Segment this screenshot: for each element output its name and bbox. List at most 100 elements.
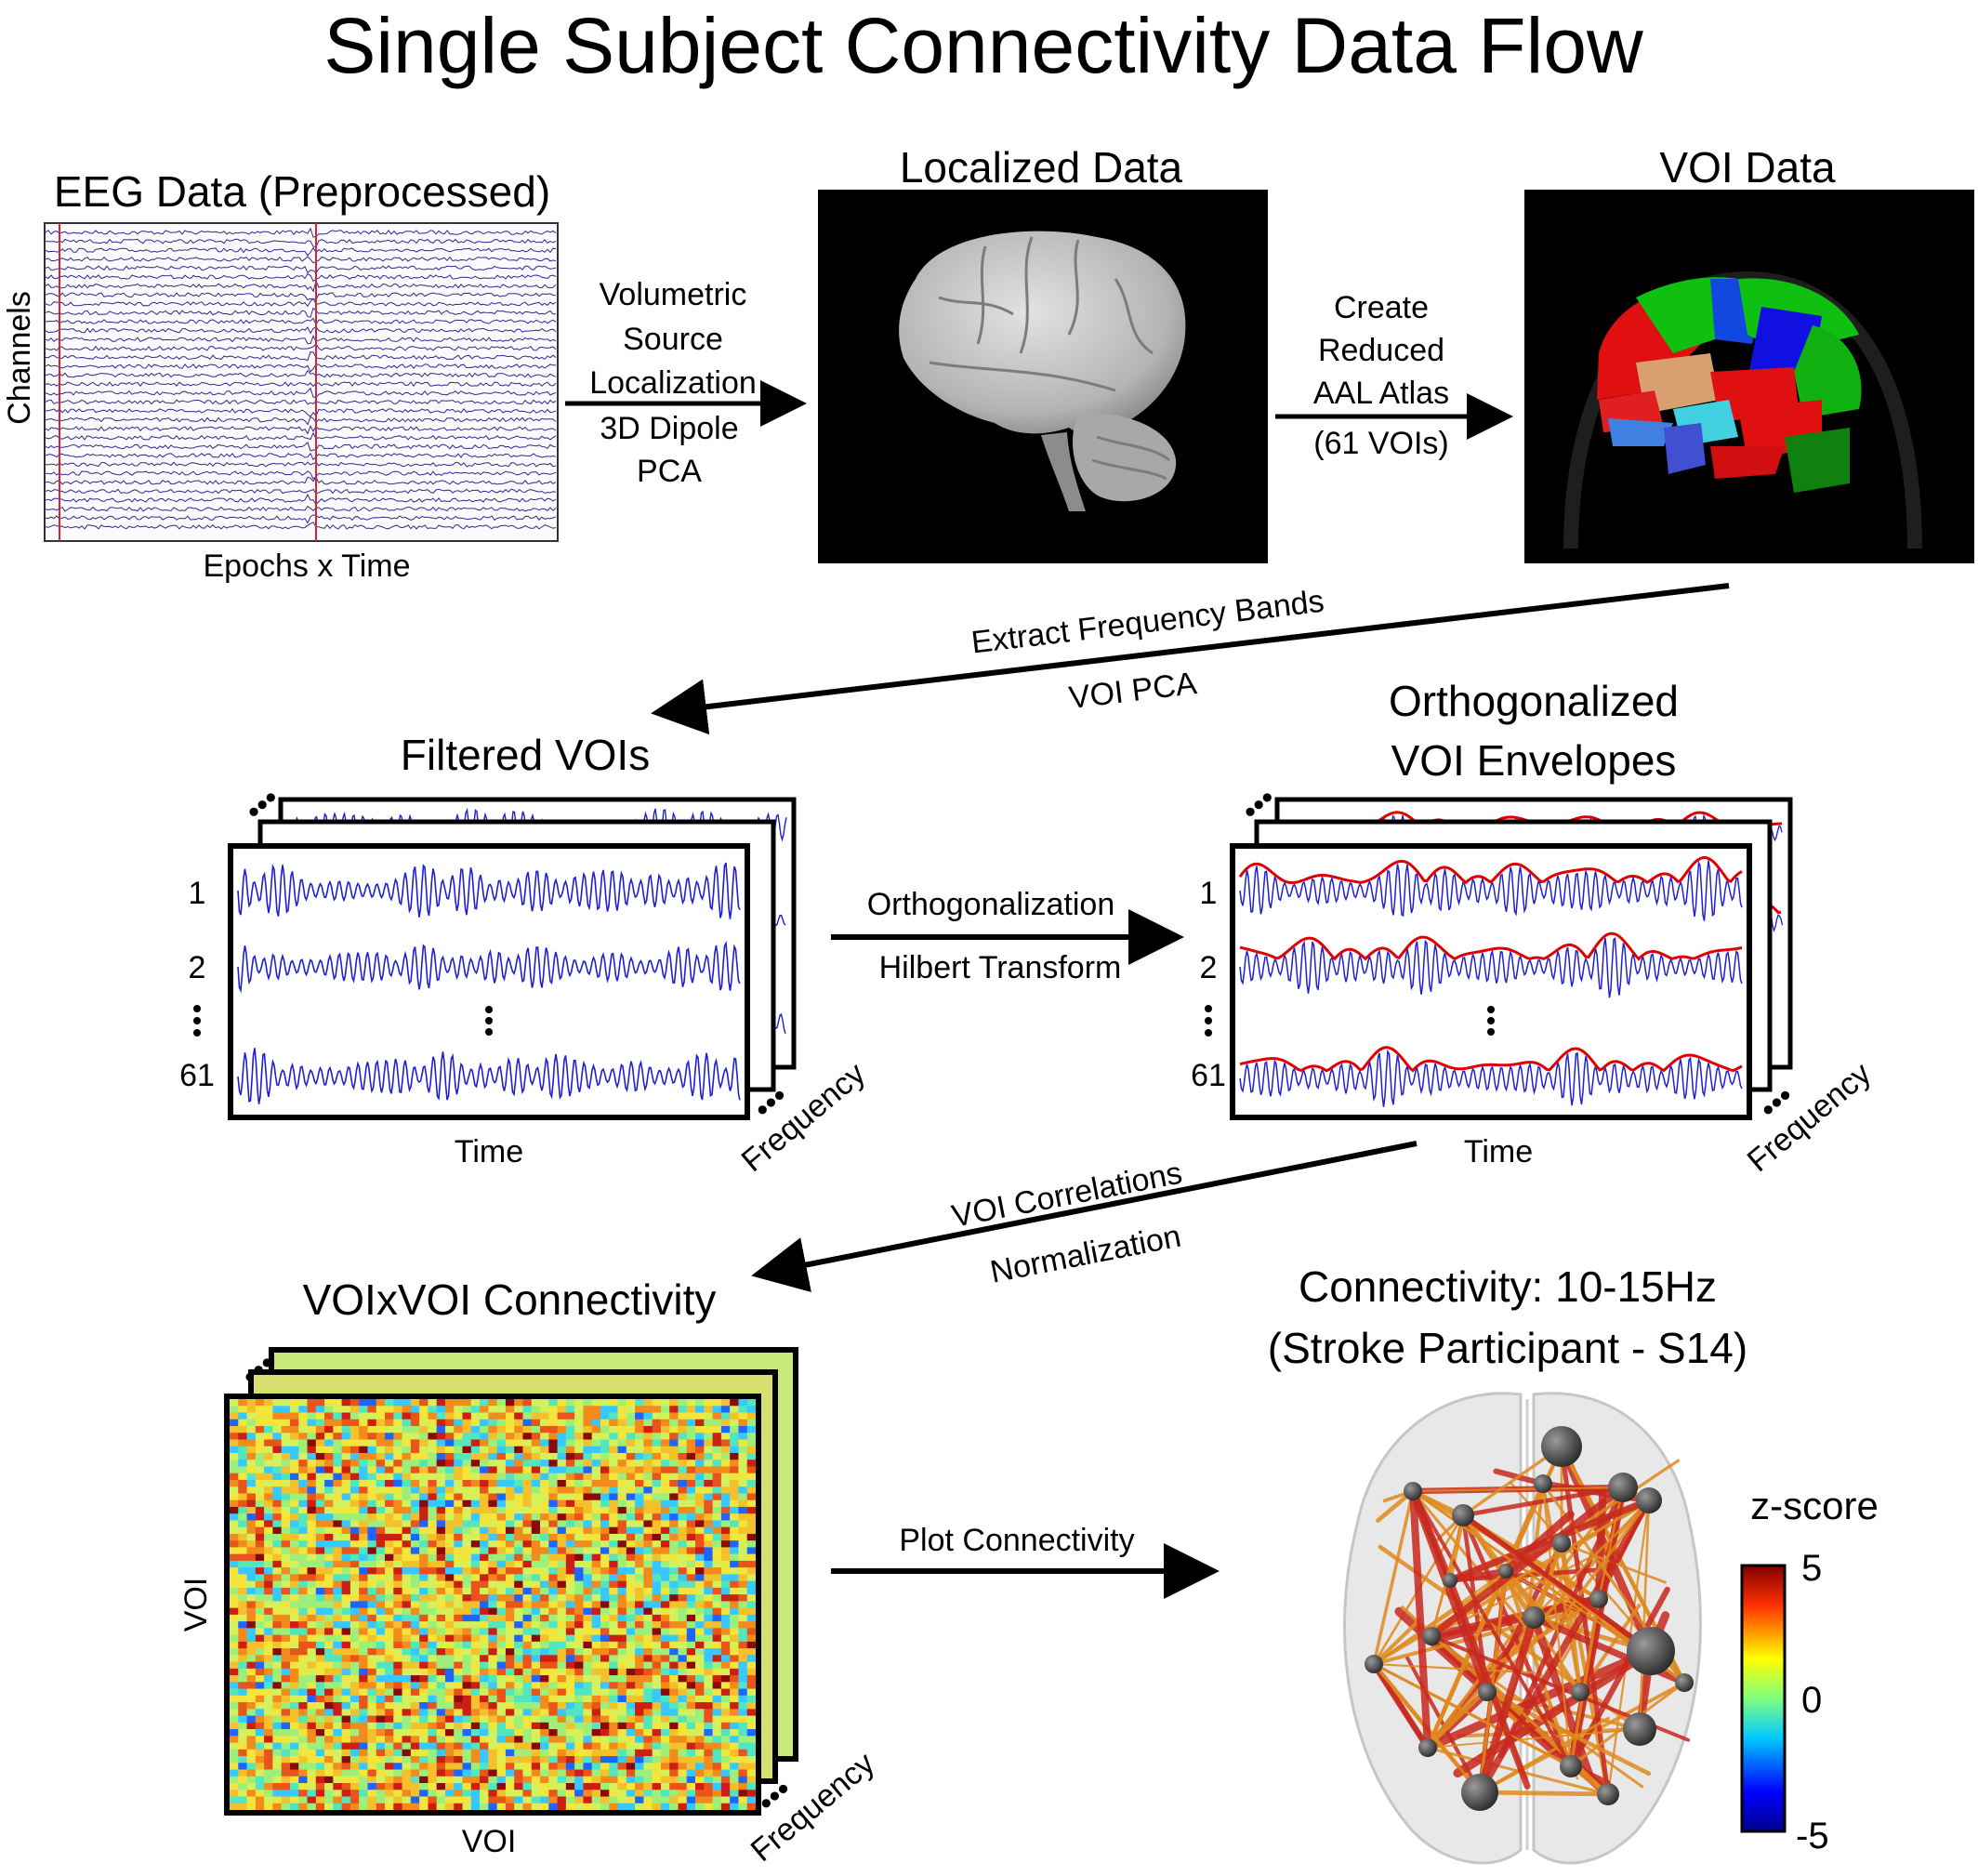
matrix-cell [324,1648,334,1656]
matrix-cell [324,1439,334,1447]
matrix-cell [746,1688,757,1697]
matrix-cell [652,1661,662,1670]
row-ellipsis [193,1005,201,1037]
matrix-cell [583,1749,593,1757]
matrix-cell [238,1473,247,1481]
matrix-cell [574,1655,584,1662]
matrix-cell [324,1479,334,1487]
matrix-cell [281,1628,291,1636]
matrix-cell [746,1675,757,1683]
matrix-cell [307,1756,317,1764]
matrix-cell [488,1533,498,1541]
matrix-cell [609,1682,618,1689]
matrix-cell [626,1513,636,1521]
matrix-cell [488,1796,498,1804]
matrix-cell [289,1763,299,1770]
matrix-cell [333,1634,343,1643]
matrix-cell [540,1715,549,1724]
matrix-cell [720,1446,731,1454]
matrix-cell [480,1419,489,1427]
matrix-cell [565,1506,575,1514]
matrix-cell [470,1769,481,1777]
matrix-cell [289,1580,299,1589]
matrix-cell [230,1655,239,1662]
matrix-cell [678,1446,688,1454]
matrix-cell [591,1587,601,1595]
matrix-cell [738,1580,748,1589]
matrix-cell [609,1479,618,1487]
matrix-cell [522,1439,533,1447]
matrix-cell [428,1722,438,1730]
matrix-cell [341,1796,351,1804]
matrix-cell [609,1452,618,1460]
matrix-cell [410,1695,420,1703]
matrix-cell [393,1479,402,1487]
matrix-cell [385,1513,394,1521]
matrix-cell [720,1533,731,1541]
matrix-cell [704,1460,714,1467]
matrix-cell [522,1756,533,1764]
matrix-cell [462,1439,472,1447]
matrix-cell [738,1412,748,1420]
matrix-cell [496,1479,507,1487]
matrix-cell [359,1634,368,1643]
matrix-cell [522,1547,533,1555]
matrix-cell [255,1709,265,1716]
matrix-cell [402,1783,412,1790]
matrix-cell [574,1553,584,1562]
matrix-cell [695,1601,705,1609]
matrix-cell [720,1688,731,1697]
matrix-cell [281,1621,291,1629]
matrix-cell [617,1513,627,1521]
matrix-cell [730,1594,739,1602]
matrix-cell [436,1661,446,1670]
matrix-cell [652,1722,662,1730]
matrix-cell [720,1580,731,1589]
matrix-cell [333,1702,343,1710]
matrix-cell [315,1513,325,1521]
matrix-cell [669,1668,679,1676]
matrix-cell [341,1648,351,1656]
colorbar-min: -5 [1796,1816,1829,1856]
matrix-cell [385,1486,394,1494]
matrix-cell [470,1715,481,1724]
matrix-cell [289,1452,299,1460]
matrix-cell [367,1668,377,1676]
matrix-cell [660,1695,670,1703]
matrix-cell [264,1560,273,1568]
matrix-cell [480,1567,489,1575]
matrix-cell [393,1796,402,1804]
matrix-cell [669,1682,679,1689]
matrix-cell [720,1513,731,1521]
matrix-cell [678,1533,688,1541]
matrix-cell [540,1446,549,1454]
matrix-cell [341,1520,351,1528]
matrix-cell [238,1715,247,1724]
matrix-cell [419,1553,429,1562]
matrix-cell [488,1763,498,1770]
matrix-cell [428,1628,438,1636]
matrix-cell [333,1695,343,1703]
matrix-cell [488,1466,498,1474]
matrix-cell [428,1460,438,1467]
matrix-cell [531,1763,541,1770]
matrix-cell [704,1790,714,1797]
matrix-cell [704,1661,714,1670]
matrix-cell [548,1479,558,1487]
matrix-cell [376,1540,386,1548]
matrix-cell [496,1439,507,1447]
matrix-cell [505,1695,515,1703]
matrix-cell [730,1473,739,1481]
filtered-x-label: Time [455,1134,523,1169]
matrix-cell [712,1553,722,1562]
matrix-cell [660,1499,670,1508]
matrix-cell [281,1682,291,1689]
matrix-cell [376,1628,386,1636]
matrix-cell [349,1399,360,1407]
matrix-cell [695,1412,705,1420]
matrix-cell [281,1783,291,1790]
matrix-cell [307,1580,317,1589]
matrix-cell [359,1526,368,1535]
colorbar: z-score 5 0 -5 [1740,1484,1879,1856]
matrix-cell [583,1715,593,1724]
